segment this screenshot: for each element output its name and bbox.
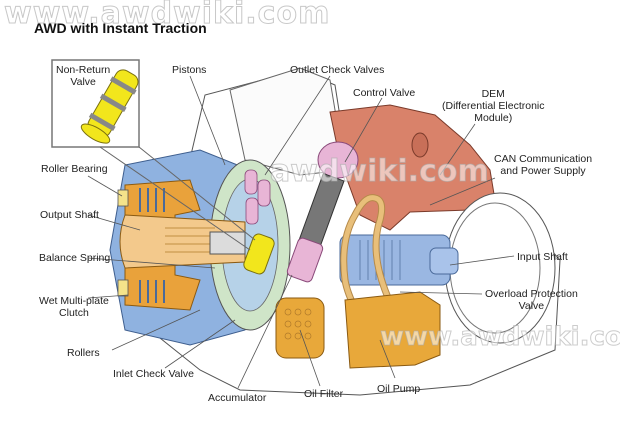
- leader-pistons: [189, 75, 226, 166]
- label-output-shaft: Output Shaft: [40, 209, 99, 221]
- watermark-top: www.awdwiki.com: [3, 0, 331, 32]
- label-roller-bearing: Roller Bearing: [41, 163, 108, 175]
- label-rollers: Rollers: [67, 347, 100, 359]
- dem-connector: [411, 132, 429, 158]
- non-return-valve-large: [80, 69, 139, 144]
- leader-oil-filter: [299, 329, 321, 387]
- input-shaft-thread: [429, 247, 459, 275]
- leader-output-shaft: [87, 214, 141, 231]
- label-control-valve: Control Valve: [353, 87, 416, 99]
- label-input-shaft: Input Shaft: [517, 251, 568, 263]
- input-housing-rim: [444, 192, 556, 344]
- label-oil-filter: Oil Filter: [304, 388, 344, 400]
- leader-oil-pump: [379, 339, 396, 379]
- oil-filter: [275, 297, 325, 359]
- roller-bearing-top: [117, 189, 129, 207]
- accumulator-piston: [286, 237, 324, 283]
- balance-spring: [209, 231, 246, 255]
- leader-balance-spring: [87, 257, 216, 269]
- leader-rollers: [111, 309, 201, 351]
- label-non-return-valve: Non-Return Valve: [56, 64, 111, 88]
- leader-input-shaft: [449, 255, 515, 266]
- label-wet-multi-plate-clutch: Wet Multi-plate Clutch: [39, 295, 109, 319]
- label-oil-pump: Oil Pump: [377, 383, 421, 395]
- leader-inlet-check-valve: [164, 319, 236, 369]
- pistons: [244, 169, 271, 225]
- diagram-title: AWD with Instant Traction: [34, 20, 207, 36]
- label-pistons: Pistons: [172, 64, 207, 76]
- leader-accumulator: [237, 274, 293, 389]
- control-valve: [317, 141, 359, 179]
- non-return-valve-small: [243, 233, 275, 275]
- leader-overload-valve: [399, 291, 483, 295]
- label-dem: DEM (Differential Electronic Module): [442, 88, 545, 124]
- label-inlet-check-valve: Inlet Check Valve: [113, 368, 194, 380]
- roller-bearing-bottom: [117, 279, 129, 297]
- watermark-middle: awdwiki.com: [270, 154, 490, 190]
- leader-control-valve: [344, 97, 383, 163]
- leader-wet-clutch: [87, 294, 129, 299]
- label-balance-spring: Balance Spring: [39, 252, 111, 264]
- label-accumulator: Accumulator: [208, 392, 267, 404]
- label-outlet-check-valves: Outlet Check Valves: [290, 64, 385, 76]
- leader-dem: [439, 123, 476, 176]
- watermark-bottom: www.awdwiki.com: [380, 322, 620, 353]
- leader-roller-bearing: [87, 175, 123, 197]
- label-overload-protection-valve: Overload Protection Valve: [485, 288, 578, 312]
- leader-can: [429, 177, 496, 206]
- label-can-communication: CAN Communication and Power Supply: [494, 153, 593, 177]
- oil-pump: [344, 291, 441, 369]
- leader-outlet-check-valves: [264, 75, 331, 176]
